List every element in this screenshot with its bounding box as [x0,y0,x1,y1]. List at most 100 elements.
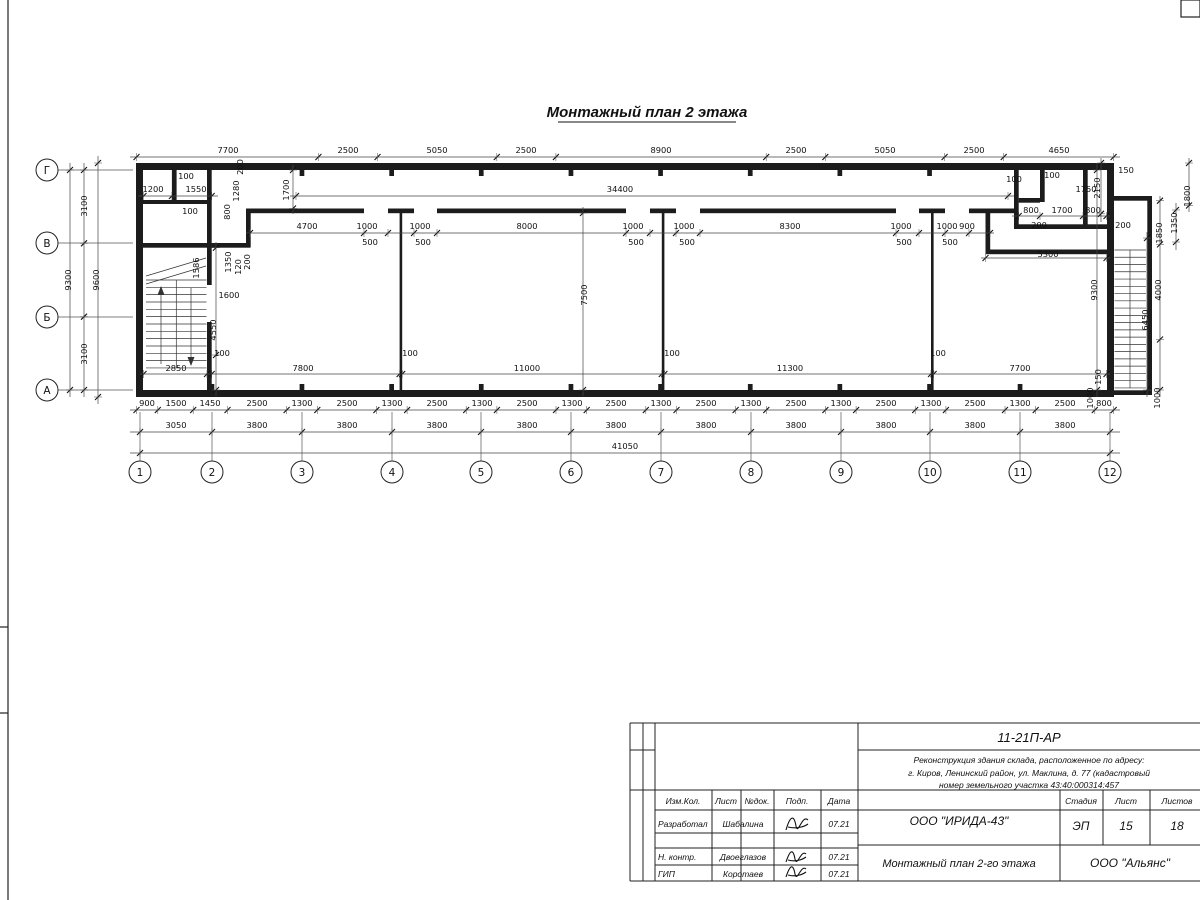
row-role: ГИП [658,869,676,879]
dim-label: 500 [896,237,912,247]
dim-label: 9300 [63,269,73,290]
dim-label: 100 [1006,174,1022,184]
wall [478,384,484,390]
dim-label: 11000 [514,363,540,373]
col-izm: Изм.Кол. [666,796,701,806]
dim-label: 3100 [79,343,89,364]
doc-code: 11-21П-АР [997,730,1061,745]
wall [747,384,753,390]
dim-label: 2500 [516,398,537,408]
axis-bubble-col [829,460,853,484]
dim-label: 3800 [605,420,626,430]
dim-label: 1350 [223,251,233,272]
dim-label: 1500 [165,398,186,408]
dim-label: 2500 [964,398,985,408]
dim-label: 100 [664,348,680,358]
row-name: Коротаев [723,869,764,879]
wall [1147,196,1152,395]
wall [1014,163,1019,229]
dim-label: 800 [1096,398,1112,408]
axis-bubble-col [918,460,942,484]
dim-label: 3800 [1054,420,1075,430]
wall [1113,390,1152,395]
dim-label: 200 [235,159,245,175]
dim-label: 9600 [91,269,101,290]
project-desc-line2: г. Киров, Ленинский район, ул. Маклина, … [908,768,1150,778]
dim-label: 6450 [1140,309,1150,330]
wall [700,208,896,214]
dim-label: 3800 [426,420,447,430]
axis-bubble-col [128,460,152,484]
wall [388,208,414,214]
wall [1107,163,1114,397]
signature [785,851,807,863]
dim-label: 500 [942,237,958,247]
axis-bubble-col [380,460,404,484]
wall [207,322,212,390]
wall [931,213,934,390]
dim-label: 2500 [426,398,447,408]
wall [568,384,574,390]
axis-label-col: 10 [923,467,936,479]
col-list: Лист [714,796,737,806]
dim-label: 1300 [291,398,312,408]
wall [919,208,945,214]
dim-label: 3800 [695,420,716,430]
project-desc-line3: номер земельного участка 43:40:000314:45… [939,780,1119,790]
dim-label: 100 [182,206,198,216]
dim-label: 800 [1023,205,1039,215]
dim-label: 4700 [296,221,317,231]
dim-label: 800 [222,204,232,220]
row-name: Шабалина [723,819,764,829]
dim-label: 1700 [1051,205,1072,215]
dim-label: 3800 [246,420,267,430]
dim-label: 120 [233,259,243,275]
arrowhead [157,286,165,295]
dim-label: 1300 [650,398,671,408]
wall [1018,198,1040,203]
dim-label: 1450 [199,398,220,408]
dim-label: 2500 [336,398,357,408]
title-block: 11-21П-АР Реконструкция здания склада, р… [629,722,1200,882]
wall [658,384,663,390]
sheets-total: 18 [1170,819,1184,833]
dim-label: 1000 [936,221,957,231]
wall [136,243,250,248]
dim-label: 9300 [1089,279,1099,300]
dim-label: 800 [1085,205,1101,215]
axis-label-col: 9 [838,467,845,479]
sheet-number: 15 [1119,819,1133,833]
dim-label: 500 [628,237,644,247]
dim-label: 1750 [1075,184,1096,194]
col-data: Дата [827,796,851,806]
dim-label: 1200 [142,184,163,194]
axis-bubble-col [649,460,673,484]
dim-label: 3100 [79,195,89,216]
row-date: 07.21 [828,852,850,862]
dim-label: 1850 [1154,222,1164,243]
dim-label: 3050 [165,420,186,430]
signature [785,817,809,831]
wall [658,170,663,176]
dim-label: 100 [214,348,230,358]
axis-bubble-row [35,231,59,255]
dim-label: 1000 [1152,387,1162,408]
dim-label: 3800 [336,420,357,430]
dim-label: 1550 [185,184,206,194]
arrowhead [187,357,195,366]
axis-label-col: 5 [478,467,485,479]
axis-label-col: 11 [1013,467,1026,479]
dim-label: 150 [1118,165,1134,175]
dim-label: 500 [679,237,695,247]
dim-label: 1700 [281,179,291,200]
row-date: 07.21 [828,819,850,829]
axis-label-col: 4 [389,467,396,479]
axis-bubble-col [200,460,224,484]
signature [785,866,807,878]
dim-label: 11300 [777,363,803,373]
dim-label: 2500 [246,398,267,408]
dim-label: 34400 [607,184,633,194]
